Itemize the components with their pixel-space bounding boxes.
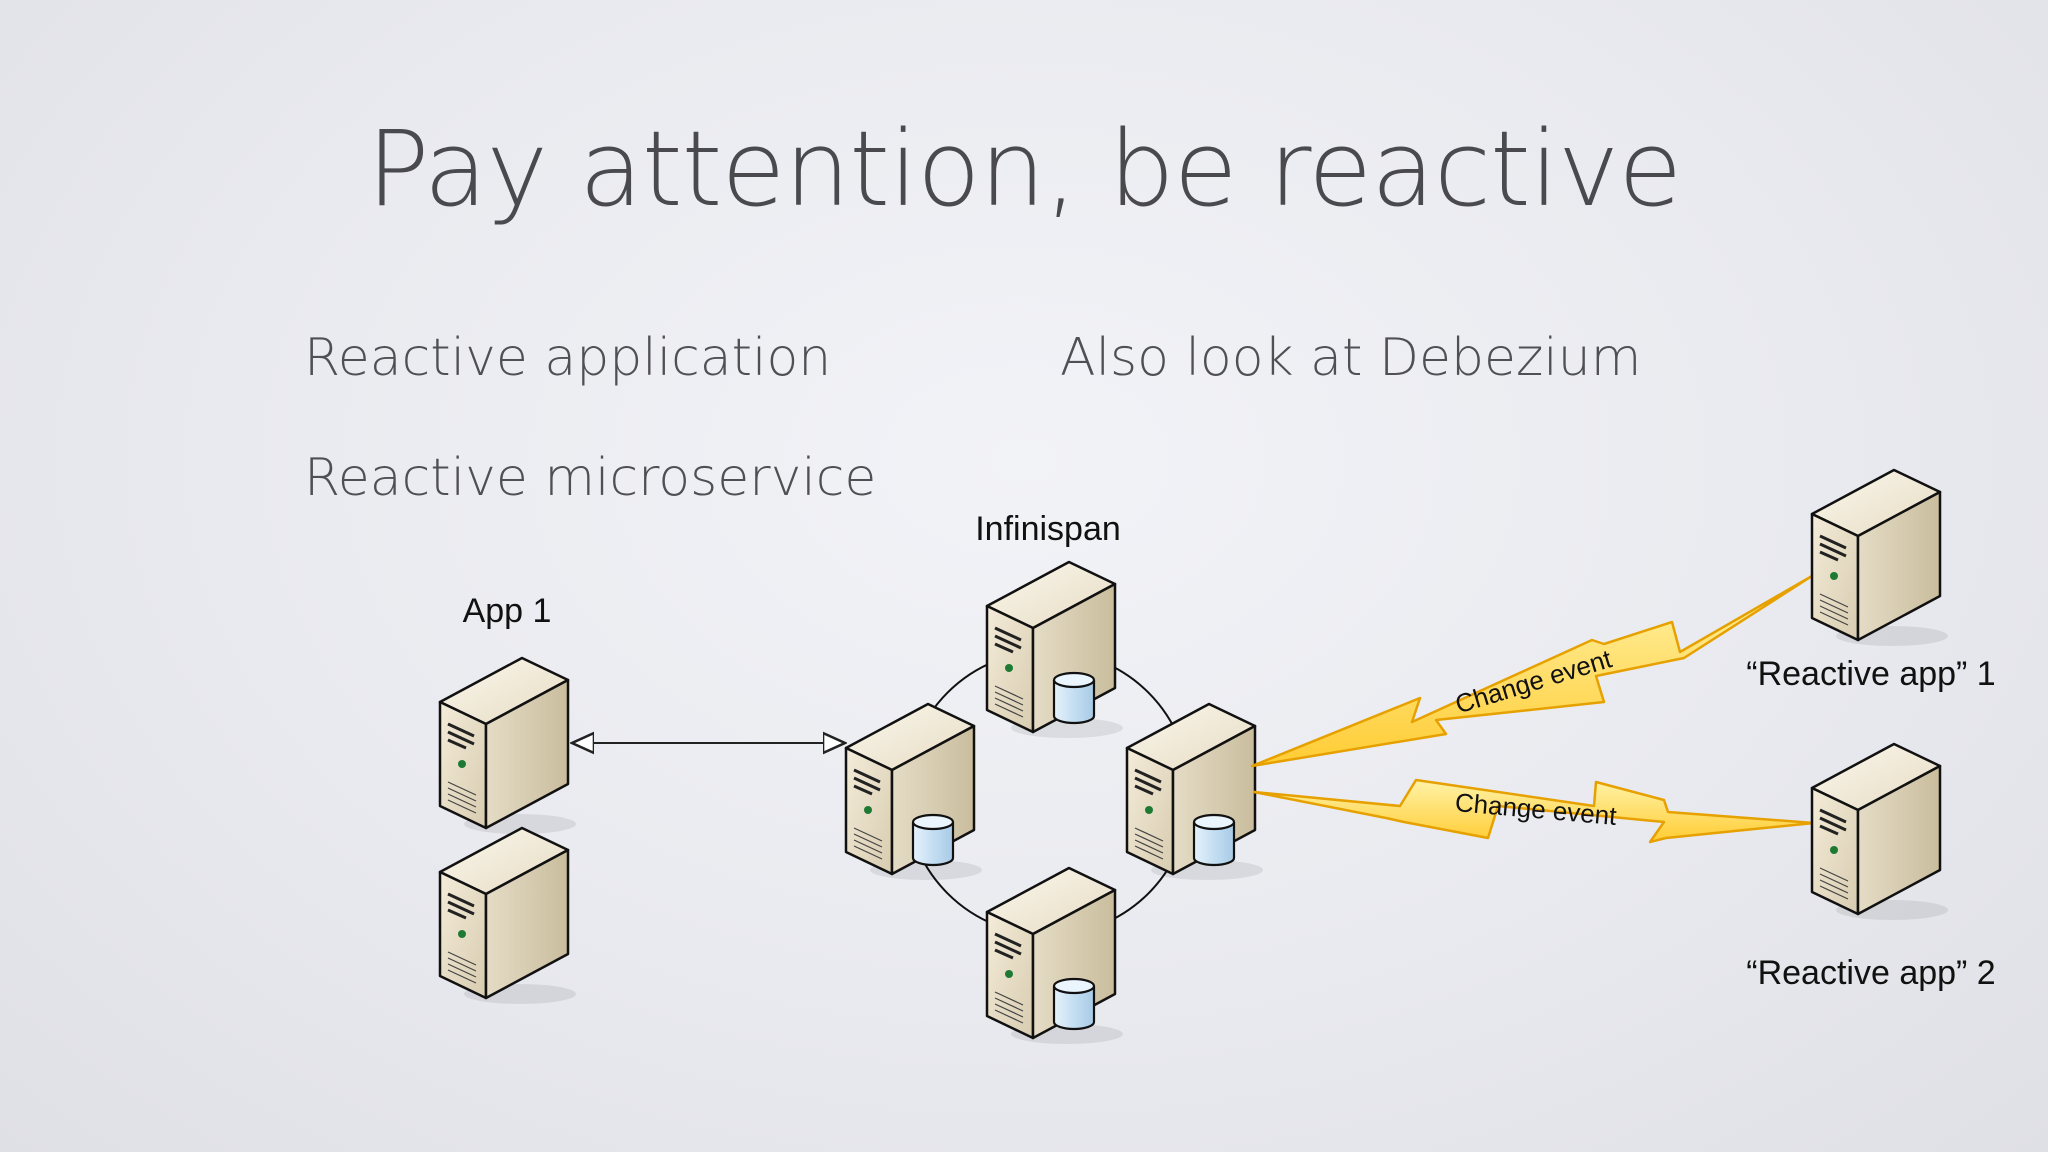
reactive-app-1-label: “Reactive app” 1 (1746, 655, 1995, 693)
change-event-bolt-2 (1252, 778, 1816, 844)
database-icon (1052, 977, 1096, 1031)
infinispan-label: Infinispan (975, 510, 1121, 548)
app-server-icon (438, 656, 578, 836)
change-event-bolt-1 (1250, 574, 1814, 768)
reactive-app-2-label: “Reactive app” 2 (1746, 954, 1995, 992)
database-icon (1052, 671, 1096, 725)
reactive-app-1-server-icon (1810, 468, 1950, 648)
bullet-reactive-application: Reactive application (304, 328, 832, 388)
bullet-debezium: Also look at Debezium (1060, 328, 1642, 388)
bullet-reactive-microservice: Reactive microservice (304, 448, 877, 508)
app-server-icon (438, 826, 578, 1006)
slide-title: Pay attention, be reactive (366, 108, 1683, 230)
reactive-app-2-server-icon (1810, 742, 1950, 922)
database-icon (1192, 813, 1236, 867)
database-icon (911, 813, 955, 867)
app-1-label: App 1 (463, 592, 552, 630)
